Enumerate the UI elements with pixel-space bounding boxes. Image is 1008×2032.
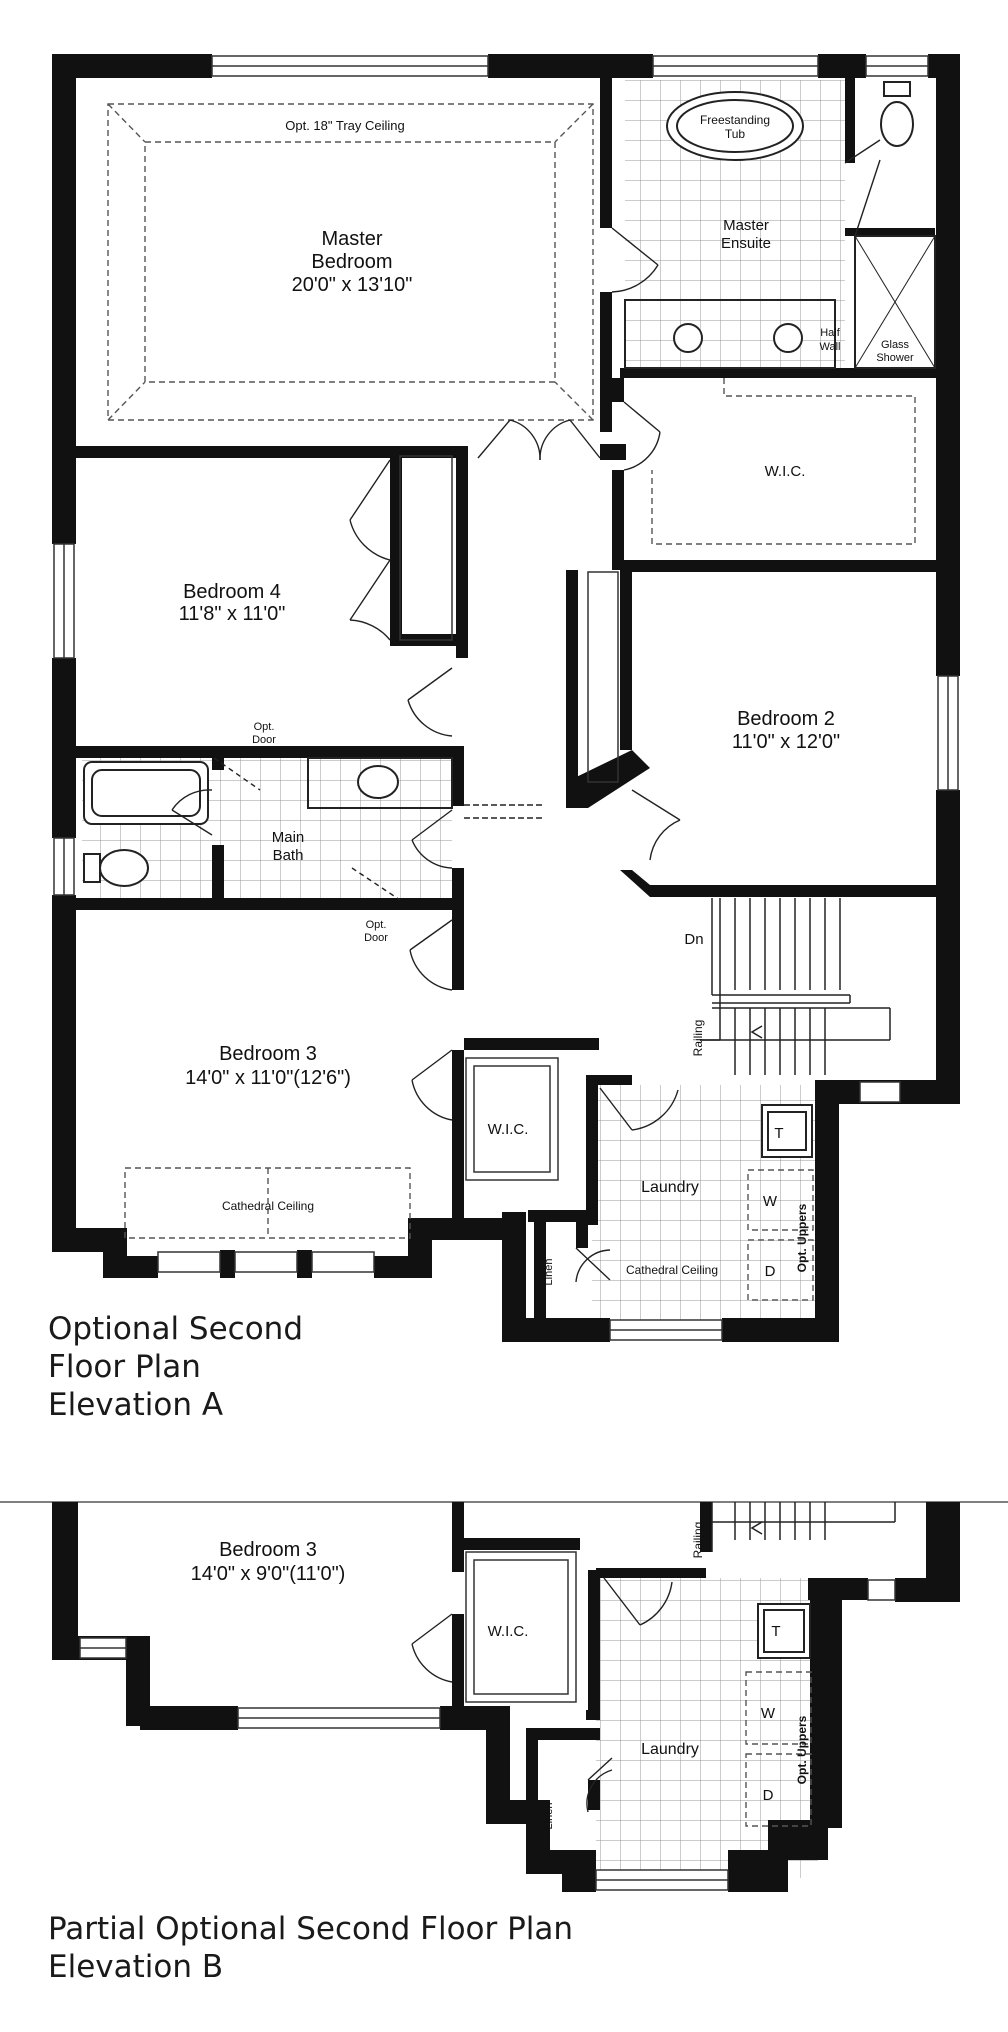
- linen-label: Linen: [543, 1259, 555, 1286]
- main-bath-label: Main: [272, 829, 305, 846]
- sink-icon: [773, 323, 803, 353]
- plan-b-title-line: Partial Optional Second Floor Plan: [48, 1911, 574, 1947]
- dashed-lines: [107, 103, 916, 1301]
- closet-shelves: [465, 1551, 577, 1703]
- interior-walls: [452, 1502, 712, 1810]
- opt-door-label: Opt.: [254, 721, 275, 733]
- bedroom-3-wic-label: W.I.C.: [488, 1121, 529, 1138]
- laundry-label: Laundry: [641, 1741, 699, 1758]
- master-bedroom-name: Master: [321, 228, 382, 250]
- tray-ceiling-label: Opt. 18" Tray Ceiling: [285, 118, 405, 133]
- plan-b: Bedroom 3 14'0" x 9'0"(11'0") W.I.C. Lau…: [52, 1502, 960, 1892]
- cathedral-ceiling-label: Cathedral Ceiling: [222, 1199, 314, 1213]
- sink-icon: [673, 323, 703, 353]
- half-wall-label: Half: [820, 327, 841, 339]
- bedroom-4-dimensions: 11'8" x 11'0": [179, 603, 286, 625]
- laundry-cathedral-label: Cathedral Ceiling: [626, 1263, 718, 1277]
- toilet-icon: [880, 101, 914, 147]
- railing-label: Railing: [691, 1522, 705, 1559]
- opt-door-label: Door: [364, 932, 388, 944]
- opt-uppers-label: Opt. Uppers: [795, 1715, 809, 1784]
- opt-door-label: Door: [252, 734, 276, 746]
- laundry-label: Laundry: [641, 1179, 699, 1196]
- laundry-tub-icon: [761, 1104, 813, 1158]
- stairs-down-label: Dn: [684, 931, 703, 948]
- opt-door-label: Opt.: [366, 919, 387, 931]
- dryer-label: D: [765, 1263, 776, 1280]
- linen-label: Linen: [543, 1803, 555, 1830]
- stairs: [700, 898, 891, 1075]
- plan-b-title-line: Elevation B: [48, 1949, 224, 1985]
- interior-walls: [76, 68, 940, 1320]
- washer-label: W: [763, 1193, 778, 1210]
- master-bedroom-name: Bedroom: [311, 251, 392, 273]
- bedroom-4-name: Bedroom 4: [183, 581, 281, 603]
- ensuite-label: Master: [723, 217, 769, 234]
- tub-label: Tub: [725, 127, 746, 141]
- fixtures: [757, 1603, 811, 1659]
- closet-shelves: [399, 455, 619, 1181]
- glass-shower-label: Shower: [876, 352, 914, 364]
- washer-label: W: [761, 1705, 776, 1722]
- bathtub-icon: [83, 761, 209, 825]
- windows: [79, 1579, 896, 1891]
- toilet-icon: [99, 849, 149, 887]
- bedroom-3-dimensions: 14'0" x 11'0"(12'6"): [185, 1067, 351, 1089]
- bedroom-2-name: Bedroom 2: [737, 708, 835, 730]
- laundry-tub-icon: [757, 1603, 811, 1659]
- freestanding-tub-icon: [666, 91, 804, 161]
- master-bedroom-dimensions: 20'0" x 13'10": [292, 274, 413, 296]
- bedroom-3-name: Bedroom 3: [219, 1043, 317, 1065]
- ensuite-label: Ensuite: [721, 235, 771, 252]
- glass-shower-label: Glass: [881, 339, 910, 351]
- plan-a: Opt. 18" Tray Ceiling Master Bedroom 20'…: [52, 54, 960, 1342]
- bedroom-3-dimensions: 14'0" x 9'0"(11'0"): [191, 1563, 346, 1585]
- doors: [411, 1577, 673, 1813]
- laundry-tub-label: T: [771, 1623, 780, 1640]
- plan-a-title-line: Floor Plan: [48, 1349, 201, 1385]
- plan-a-title-line: Optional Second: [48, 1311, 304, 1347]
- doors: [171, 139, 881, 1283]
- bedroom-2-dimensions: 11'0" x 12'0": [732, 731, 840, 753]
- bedroom-3-name: Bedroom 3: [219, 1539, 317, 1561]
- laundry-tub-label: T: [774, 1125, 783, 1142]
- railing-label: Railing: [691, 1020, 705, 1057]
- windows: [53, 55, 959, 1341]
- plan-a-title: Optional Second Floor Plan Elevation A: [48, 1310, 303, 1424]
- dryer-label: D: [763, 1787, 774, 1804]
- plan-a-title-line: Elevation A: [48, 1387, 224, 1423]
- main-bath-label: Bath: [273, 847, 304, 864]
- fixtures: [83, 81, 936, 1158]
- half-wall-label: Wall: [820, 341, 841, 353]
- master-wic-label: W.I.C.: [765, 463, 806, 480]
- sink-icon: [357, 765, 399, 799]
- plan-b-title: Partial Optional Second Floor Plan Eleva…: [48, 1910, 573, 1986]
- wic-label: W.I.C.: [488, 1623, 529, 1640]
- stairs: [711, 1502, 896, 1552]
- shower-icon: [854, 235, 936, 369]
- tub-label: Freestanding: [700, 113, 770, 127]
- opt-uppers-label: Opt. Uppers: [795, 1203, 809, 1272]
- dashed-lines: [745, 1671, 812, 1827]
